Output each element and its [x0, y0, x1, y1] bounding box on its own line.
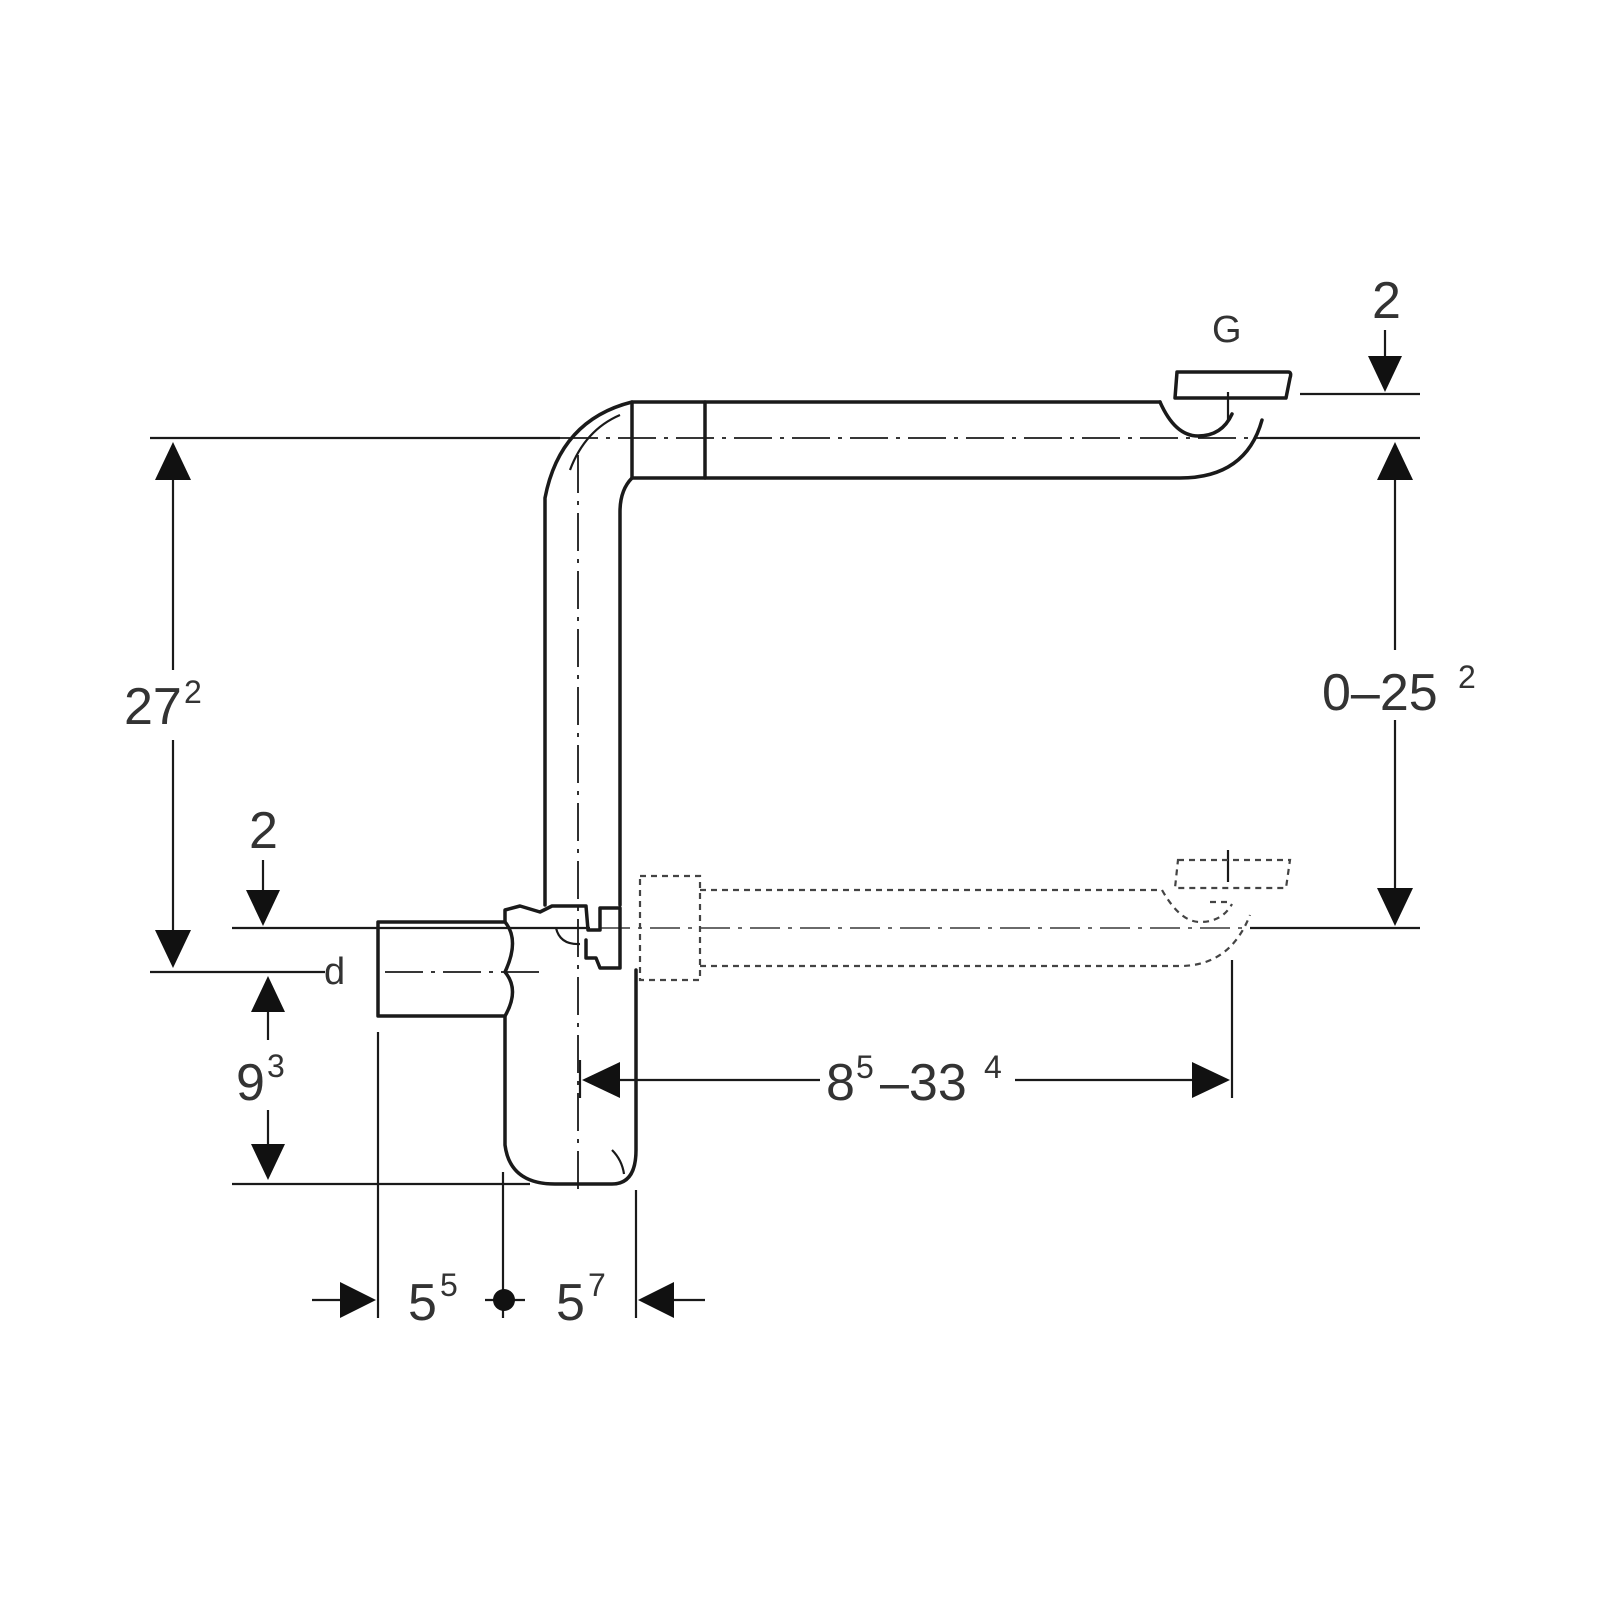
dimension-left-width-sup: 5 — [440, 1267, 458, 1303]
dimension-trap-depth — [251, 976, 285, 1180]
dimension-right-width-value: 5 — [556, 1274, 585, 1332]
dimension-reach-base: 8 — [826, 1054, 855, 1112]
reference-lines — [150, 392, 1420, 1318]
dimension-left-gap — [246, 860, 280, 926]
dimension-reach-base-sup: 5 — [856, 1049, 874, 1085]
dimension-bottom-widths — [312, 1282, 705, 1318]
dimension-reach-max: –33 — [880, 1054, 967, 1112]
dimension-top-gap-value: 2 — [1372, 272, 1401, 330]
dimension-reach-max-sup: 4 — [984, 1049, 1002, 1085]
dimension-adjust-height-value: 0–25 — [1322, 664, 1438, 722]
dimension-trap-depth-sup: 3 — [267, 1048, 285, 1084]
dimension-reach — [582, 1062, 1230, 1098]
dimension-height-main-sup: 2 — [184, 674, 202, 710]
dimension-height-main-value: 27 — [124, 678, 182, 736]
siphon-body — [376, 904, 638, 1186]
dimension-left-gap-value: 2 — [249, 802, 278, 860]
lower-arm-alternate — [638, 858, 1292, 982]
dimension-trap-depth-value: 9 — [236, 1054, 265, 1112]
dimension-height-main — [155, 442, 191, 968]
dimension-right-width-sup: 7 — [588, 1267, 606, 1303]
dimension-left-width-value: 5 — [408, 1274, 437, 1332]
centre-lines — [385, 392, 1260, 1190]
dimension-adjust-height-sup: 2 — [1458, 659, 1476, 695]
dimension-adjust-height — [1377, 442, 1413, 926]
label-G: G — [1212, 309, 1242, 351]
label-d: d — [324, 951, 345, 993]
center-point-marker — [493, 1289, 515, 1311]
dimension-top-gap — [1368, 330, 1402, 392]
upper-arm — [543, 370, 1293, 907]
